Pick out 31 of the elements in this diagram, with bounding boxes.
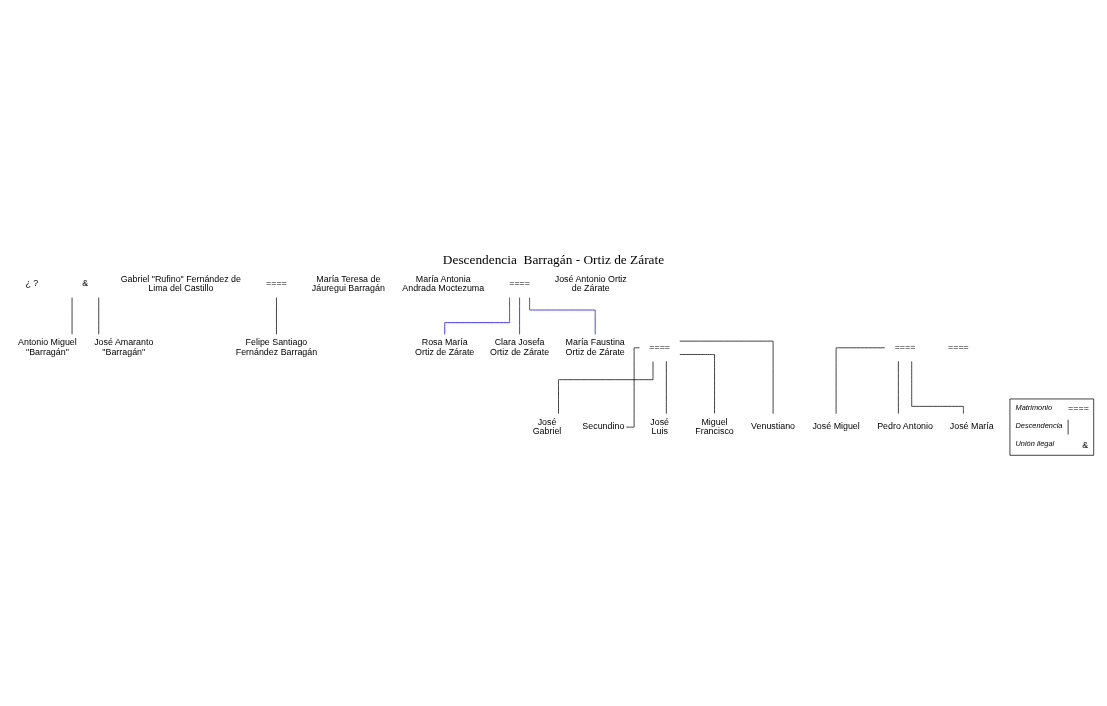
label: & — [1082, 439, 1089, 450]
node-text: ==== — [509, 278, 530, 289]
legend-label: Unión ilegal — [1015, 439, 1055, 449]
node-text: & — [82, 278, 89, 289]
node-text: ¿ ? — [25, 278, 39, 289]
node-text: María Faustina Ortiz de Zárate — [565, 337, 625, 357]
node-text: José Amaranto "Barragán" — [94, 337, 154, 357]
node-text: José Antonio Ortiz de Zárate — [554, 273, 627, 294]
node-text: Miguel Francisco — [695, 416, 734, 437]
node-text: María Teresa de Jáuregui Barragán — [311, 273, 385, 294]
legend-label: Matrimonio — [1015, 403, 1053, 413]
node-text: Antonio Miguel "Barragán" — [18, 337, 77, 357]
node-text: Felipe Santiago Fernández Barragán — [235, 337, 318, 357]
node-text: Secundino — [582, 421, 625, 432]
node-text: Rosa María Ortiz de Zárate — [415, 337, 475, 357]
node-text: ==== — [266, 278, 287, 289]
node-text: José María — [949, 421, 994, 432]
node-text: ==== — [649, 342, 671, 353]
node-text: Pedro Antonio — [877, 421, 933, 432]
node-text: Gabriel "Rufino" Fernández de Lima del Castillo — [120, 273, 241, 294]
node-text: José Gabriel — [532, 416, 562, 437]
diagram-title: Descendencia Barragán - Ortiz de Zárate — [442, 251, 665, 267]
node-text: ==== — [894, 342, 916, 353]
node-text: Clara Josefa Ortiz de Zárate — [489, 337, 550, 357]
label: ==== — [948, 342, 969, 353]
node-text: José Luis — [650, 416, 670, 437]
node-text: José Miguel — [812, 421, 860, 432]
legend-label: Descendencia — [1015, 421, 1063, 431]
node-text: María Antonia Andrada Moctezuma — [402, 273, 485, 294]
label: ==== — [1068, 403, 1089, 414]
node-text: Venustiano — [751, 421, 796, 432]
